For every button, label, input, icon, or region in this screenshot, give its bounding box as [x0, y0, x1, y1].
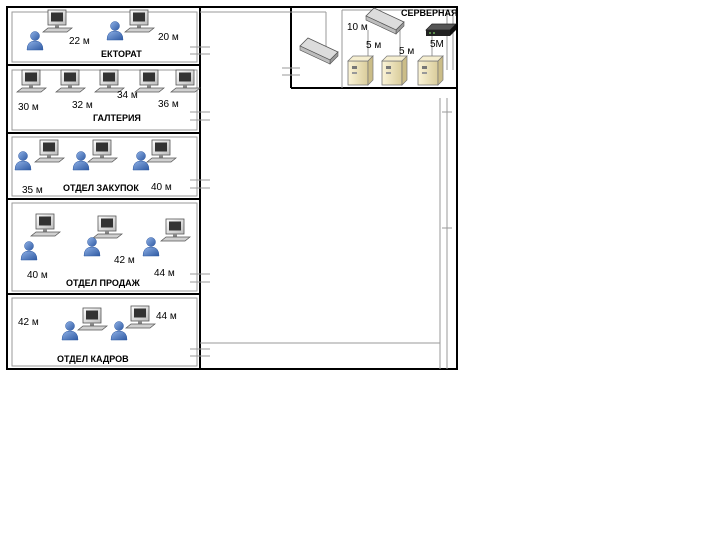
user-icon: [72, 151, 90, 171]
user-icon: [132, 151, 150, 171]
user-icon: [106, 21, 124, 41]
workstation-computer: [124, 9, 155, 33]
distance-label: 40 м: [151, 182, 172, 193]
router-icon: [425, 23, 457, 36]
distance-label: 5М: [430, 39, 444, 50]
workstation-computer: [160, 218, 191, 242]
distance-label: 40 м: [27, 270, 48, 281]
room-rectorate: 22 м 20 м ЕКТОРАТ: [26, 9, 179, 59]
workstation-computer: [16, 69, 47, 93]
workstation-computer: [77, 307, 108, 331]
distance-label: 22 м: [69, 36, 90, 47]
distance-label: 42 м: [114, 255, 135, 266]
server-room: СЕРВЕРНАЯ 10 м 5 м 5 м 5М: [299, 7, 457, 86]
workstation-computer: [92, 215, 123, 239]
distance-label: 34 м: [117, 90, 138, 101]
room-title: СЕРВЕРНАЯ: [401, 8, 457, 18]
workstation-computer: [87, 139, 118, 163]
room-title: ГАЛТЕРИЯ: [93, 113, 141, 123]
distance-label: 32 м: [72, 100, 93, 111]
user-icon: [26, 31, 44, 51]
workstation-computer: [134, 69, 165, 93]
user-icon: [61, 321, 79, 341]
user-icon: [20, 241, 38, 261]
user-icon: [142, 237, 160, 257]
room-purchasing: 35 м 40 м ОТДЕЛ ЗАКУПОК: [14, 139, 177, 196]
room-title: ЕКТОРАТ: [101, 49, 142, 59]
distance-label: 44 м: [156, 311, 177, 322]
distance-label: 42 м: [18, 317, 39, 328]
building-walls: [6, 6, 458, 370]
distance-label: 5 м: [399, 46, 414, 57]
cabling: [11, 9, 454, 369]
room-title: ОТДЕЛ КАДРОВ: [57, 354, 129, 364]
workstation-computer: [55, 69, 86, 93]
distance-label: 35 м: [22, 185, 43, 196]
distance-label: 5 м: [366, 40, 381, 51]
user-icon: [83, 237, 101, 257]
distance-label: 44 м: [154, 268, 175, 279]
user-icon: [110, 321, 128, 341]
distance-label: 36 м: [158, 99, 179, 110]
room-title: ОТДЕЛ ЗАКУПОК: [63, 183, 139, 193]
workstation-computer: [94, 69, 125, 93]
room-sales: 40 м 42 м 44 м ОТДЕЛ ПРОДАЖ: [20, 213, 191, 288]
server-icon: [381, 55, 408, 86]
room-accounting: 30 м 32 м 34 м 36 м ГАЛТЕРИЯ: [16, 69, 201, 123]
server-icon: [347, 55, 374, 86]
workstation-computer: [125, 305, 156, 329]
workstation-computer: [30, 213, 61, 237]
user-icon: [14, 151, 32, 171]
distance-label: 10 м: [347, 22, 368, 33]
room-hr: 42 м 44 м ОТДЕЛ КАДРОВ: [18, 305, 177, 364]
room-title: ОТДЕЛ ПРОДАЖ: [66, 278, 141, 288]
workstation-computer: [42, 9, 73, 33]
workstation-computer: [34, 139, 65, 163]
distance-label: 30 м: [18, 102, 39, 113]
workstation-computer: [146, 139, 177, 163]
distance-label: 20 м: [158, 32, 179, 43]
server-icon: [417, 55, 444, 86]
switch-icon: [365, 7, 405, 35]
workstation-computer: [170, 69, 201, 93]
switch-icon: [299, 37, 339, 65]
